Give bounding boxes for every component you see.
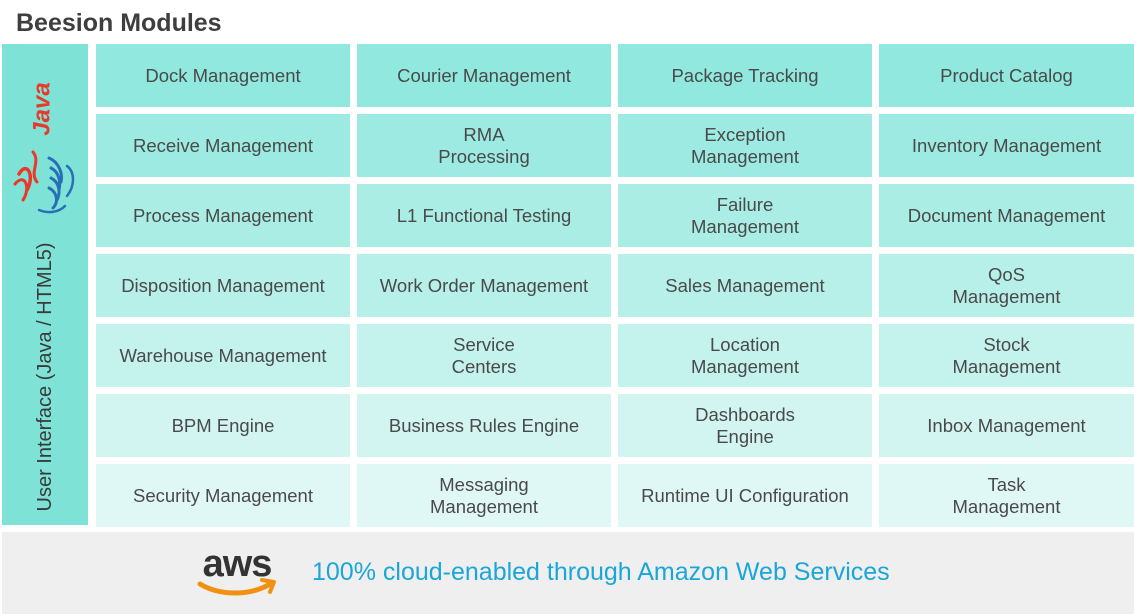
module-task-management: Task Management [879,464,1134,527]
java-logo-text: Java [28,82,55,135]
module-security-management: Security Management [96,464,350,527]
module-inventory-management: Inventory Management [879,114,1134,177]
module-warehouse-management: Warehouse Management [96,324,350,387]
module-business-rules-engine: Business Rules Engine [357,394,611,457]
module-bpm-engine: BPM Engine [96,394,350,457]
module-failure-management: Failure Management [618,184,872,247]
module-product-catalog: Product Catalog [879,44,1134,107]
module-location-management: Location Management [618,324,872,387]
module-dashboards-engine: Dashboards Engine [618,394,872,457]
module-exception-management: Exception Management [618,114,872,177]
page-title: Beesion Modules [16,9,222,37]
aws-logo-text: aws [203,543,272,585]
aws-logo-icon: aws [197,543,276,596]
ui-sidebar: Java User Interface (Java / HTML5) [2,44,88,525]
module-disposition-management: Disposition Management [96,254,350,317]
modules-grid: Dock Management Courier Management Packa… [96,44,1134,527]
module-l1-functional-testing: L1 Functional Testing [357,184,611,247]
module-receive-management: Receive Management [96,114,350,177]
module-process-management: Process Management [96,184,350,247]
user-interface-label: User Interface (Java / HTML5) [34,242,56,512]
module-runtime-ui-configuration: Runtime UI Configuration [618,464,872,527]
module-document-management: Document Management [879,184,1134,247]
module-sales-management: Sales Management [618,254,872,317]
module-package-tracking: Package Tracking [618,44,872,107]
module-stock-management: Stock Management [879,324,1134,387]
module-courier-management: Courier Management [357,44,611,107]
module-inbox-management: Inbox Management [879,394,1134,457]
module-qos-management: QoS Management [879,254,1134,317]
aws-footer: aws 100% cloud-enabled through Amazon We… [2,532,1134,614]
module-work-order-management: Work Order Management [357,254,611,317]
module-dock-management: Dock Management [96,44,350,107]
module-rma-processing: RMA Processing [357,114,611,177]
module-messaging-management: Messaging Management [357,464,611,527]
cloud-enabled-text: 100% cloud-enabled through Amazon Web Se… [312,558,890,586]
java-logo-icon: Java [13,82,75,214]
module-service-centers: Service Centers [357,324,611,387]
